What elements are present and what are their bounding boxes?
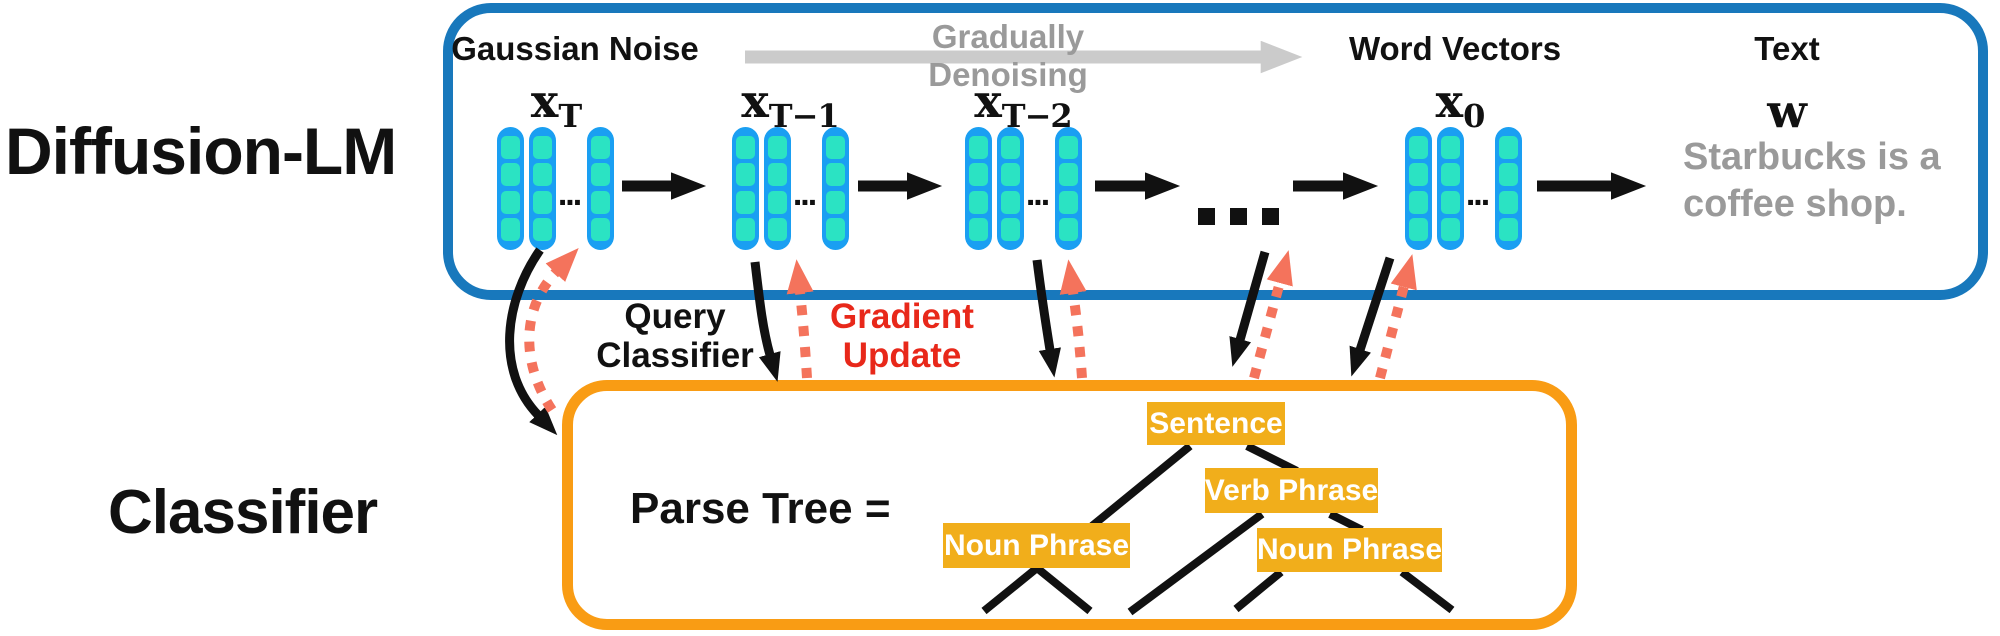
label-x-0: x0 <box>1435 74 1486 135</box>
vector-cell <box>501 190 520 214</box>
word-vectors-x0: ... <box>1405 127 1525 250</box>
vector-cell <box>501 217 520 241</box>
gradient-arrow-3 <box>1059 259 1087 379</box>
text-label: Text <box>1754 30 1820 67</box>
tree-node-verb-phrase: Verb Phrase <box>1205 468 1378 513</box>
query-classifier-label: Query Classifier <box>596 297 754 375</box>
label-w: w <box>1767 84 1807 138</box>
vector-cell <box>1409 163 1428 187</box>
word-vector-bar <box>732 127 759 250</box>
vector-cell <box>736 136 755 159</box>
vector-cell <box>768 136 787 159</box>
word-vector-bar <box>997 127 1024 250</box>
vector-cell <box>1001 217 1020 241</box>
word-vectors-label: Word Vectors <box>1348 30 1562 67</box>
vector-cell <box>1441 136 1460 159</box>
vector-cell <box>591 190 610 214</box>
vector-cell <box>1059 190 1078 214</box>
vector-cell <box>826 163 845 187</box>
label-x-T: xT <box>530 74 582 135</box>
vector-ellipsis: ... <box>792 175 817 213</box>
gradient-update-label: Gradient Update <box>830 297 974 375</box>
vector-cell <box>1441 190 1460 214</box>
word-vector-bar <box>497 127 524 250</box>
vector-cell <box>1001 163 1020 187</box>
vector-cell <box>1001 136 1020 159</box>
vector-ellipsis: ... <box>1465 175 1490 213</box>
diffusion-lm-title: Diffusion-LM <box>5 114 397 188</box>
word-vector-bar <box>529 127 556 250</box>
vector-cell <box>1441 163 1460 187</box>
vector-cell <box>1409 190 1428 214</box>
tree-node-noun-phrase-right: Noun Phrase <box>1257 528 1442 572</box>
word-vector-bar <box>822 127 849 250</box>
ellipsis-dot <box>1262 208 1279 225</box>
vector-cell <box>736 217 755 241</box>
vector-cell <box>591 217 610 241</box>
vector-cell <box>1059 163 1078 187</box>
vector-cell <box>1409 136 1428 159</box>
vector-cell <box>591 163 610 187</box>
vector-ellipsis: ... <box>557 175 582 213</box>
word-vector-bar <box>764 127 791 250</box>
tree-node-noun-phrase-left: Noun Phrase <box>943 523 1130 568</box>
vector-cell <box>1499 217 1518 241</box>
vector-cell <box>1441 217 1460 241</box>
vector-cell <box>501 163 520 187</box>
word-vector-bar <box>1405 127 1432 250</box>
vector-cell <box>533 217 552 241</box>
vector-cell <box>591 136 610 159</box>
word-vector-bar <box>587 127 614 250</box>
decoded-text-line2: coffee shop. <box>1683 183 1907 225</box>
vector-cell <box>969 217 988 241</box>
gradient-arrow-2 <box>786 259 814 379</box>
gaussian-noise-label: Gaussian Noise <box>451 30 699 67</box>
vector-cell <box>826 136 845 159</box>
classifier-title: Classifier <box>108 478 378 547</box>
word-vectors-xT-2: ... <box>965 127 1085 250</box>
vector-cell <box>1409 217 1428 241</box>
diffusion-lm-box <box>443 3 1988 300</box>
decoded-text-line1: Starbucks is a <box>1683 136 1941 178</box>
label-x-T-2: xT−2 <box>974 74 1072 135</box>
word-vectors-xT: ... <box>497 127 617 250</box>
vector-ellipsis: ... <box>1025 175 1050 213</box>
parse-tree-label: Parse Tree = <box>630 484 891 533</box>
label-x-T-1: xT−1 <box>741 74 839 135</box>
vector-cell <box>736 190 755 214</box>
vector-cell <box>1059 217 1078 241</box>
vector-cell <box>533 190 552 214</box>
vector-cell <box>1059 136 1078 159</box>
vector-cell <box>736 163 755 187</box>
vector-cell <box>768 217 787 241</box>
word-vector-bar <box>965 127 992 250</box>
word-vectors-xT-1: ... <box>732 127 852 250</box>
vector-cell <box>1499 163 1518 187</box>
classifier-box <box>562 380 1577 630</box>
gradually-denoising-label: Gradually Denoising <box>928 18 1088 93</box>
ellipsis-dot <box>1230 208 1247 225</box>
vector-cell <box>1001 190 1020 214</box>
word-vector-bar <box>1055 127 1082 250</box>
vector-cell <box>768 163 787 187</box>
word-vector-bar <box>1495 127 1522 250</box>
decoded-text: Starbucks is a coffee shop. <box>1683 134 1941 228</box>
vector-cell <box>533 136 552 159</box>
vector-cell <box>826 190 845 214</box>
vector-cell <box>501 136 520 159</box>
vector-cell <box>969 136 988 159</box>
vector-cell <box>1499 136 1518 159</box>
vector-cell <box>533 163 552 187</box>
vector-cell <box>826 217 845 241</box>
vector-cell <box>1499 190 1518 214</box>
vector-cell <box>969 190 988 214</box>
word-vector-bar <box>1437 127 1464 250</box>
ellipsis-dot <box>1198 208 1215 225</box>
vector-cell <box>969 163 988 187</box>
vector-cell <box>768 190 787 214</box>
tree-node-sentence: Sentence <box>1147 402 1285 445</box>
